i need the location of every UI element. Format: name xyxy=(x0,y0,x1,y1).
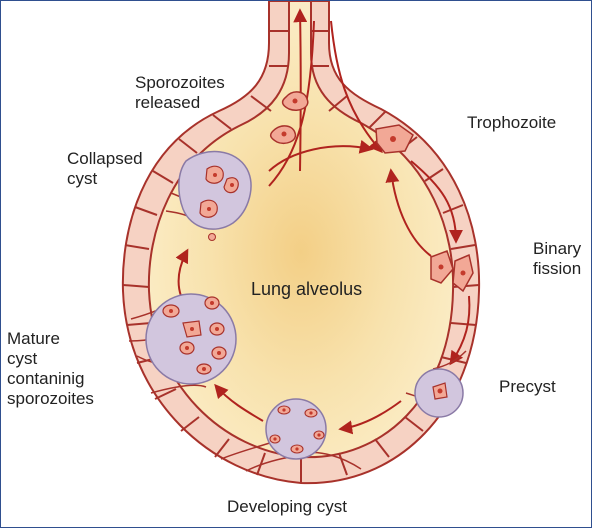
precyst xyxy=(415,369,463,417)
label-mature-cyst: Mature cyst contaninig sporozoites xyxy=(7,329,94,409)
mature-cyst xyxy=(146,294,236,384)
label-collapsed-cyst: Collapsed cyst xyxy=(67,149,143,189)
label-sporozoites-released: Sporozoites released xyxy=(135,73,225,113)
label-precyst: Precyst xyxy=(499,377,556,397)
label-developing-cyst: Developing cyst xyxy=(227,497,347,517)
label-binary-fission: Binary fission xyxy=(533,239,581,279)
label-lung-alveolus: Lung alveolus xyxy=(251,279,362,299)
developing-cyst xyxy=(266,399,326,459)
label-trophozoite: Trophozoite xyxy=(467,113,556,133)
